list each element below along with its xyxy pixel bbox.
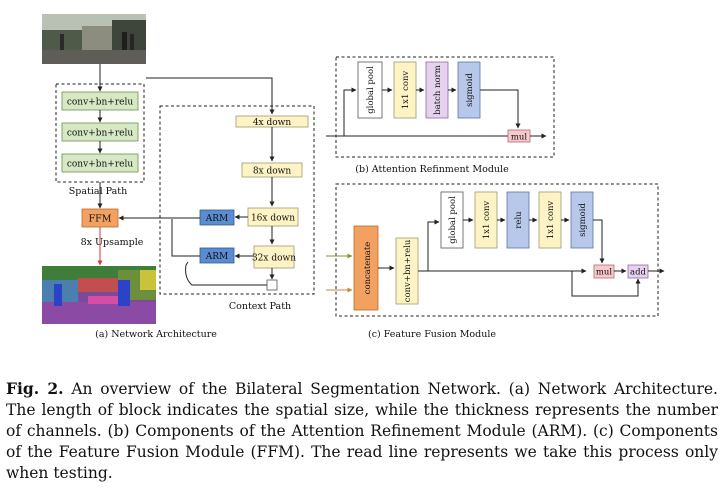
- arm-sigmoid-label: sigmoid: [465, 73, 475, 107]
- ffm-cbr-label: conv+bn+relu: [403, 239, 413, 302]
- down-8x-label: 8x down: [253, 167, 292, 177]
- ffm-module-caption: (c) Feature Fusion Module: [368, 329, 496, 340]
- context-path-label: Context Path: [229, 301, 291, 312]
- upsample-label: 8x Upsample: [81, 237, 144, 248]
- ffm-conv-label-2: 1x1 conv: [546, 201, 556, 240]
- context-path-frame: [159, 105, 315, 295]
- ffm-concat-label: concatenate: [363, 242, 373, 295]
- spatial-path-label: Spatial Path: [69, 186, 127, 197]
- arm-mul-label: mul: [511, 133, 528, 143]
- down-32x-block: [253, 245, 295, 269]
- ffm-add-label: add: [630, 268, 647, 278]
- spatial-conv-block-3: [61, 153, 139, 173]
- arm-module-caption: (b) Attention Refinment Module: [355, 164, 509, 175]
- arm-batchnorm-label: batch norm: [433, 65, 443, 115]
- spatial-conv-label-1: conv+bn+relu: [67, 98, 133, 108]
- ffm-mul-label: mul: [596, 268, 613, 278]
- ffm-sigmoid-label: sigmoid: [578, 203, 588, 237]
- ffm-label: FFM: [89, 214, 112, 225]
- down-16x-label: 16x down: [251, 214, 295, 224]
- global-pool-square: [266, 279, 278, 291]
- arm-global-pool-block: [357, 61, 383, 119]
- arm-label-1: ARM: [205, 214, 229, 224]
- spatial-conv-label-2: conv+bn+relu: [67, 129, 133, 139]
- input-image: [42, 14, 146, 64]
- ffm-relu-label: relu: [514, 211, 524, 229]
- figure-label: Fig. 2.: [6, 379, 64, 398]
- arm-module-frame: [335, 56, 555, 158]
- figure-caption: Fig. 2. An overview of the Bilateral Seg…: [6, 378, 718, 484]
- down-32x-label: 32x down: [252, 254, 296, 264]
- network-caption: (a) Network Architecture: [95, 329, 217, 340]
- arm-label-2: ARM: [205, 252, 229, 262]
- ffm-module-frame: [335, 183, 659, 317]
- ffm-concat-block: [353, 225, 379, 311]
- ffm-conv-label-1: 1x1 conv: [482, 201, 492, 240]
- figure-caption-text: An overview of the Bilateral Segmentatio…: [6, 380, 718, 482]
- arm-global-pool-label: global pool: [366, 66, 376, 114]
- figure-diagram: conv+bn+relu conv+bn+relu conv+bn+relu S…: [42, 14, 665, 340]
- arm-conv-label: 1x1 conv: [401, 71, 411, 110]
- output-segmentation: [42, 266, 156, 324]
- down-4x-label: 4x down: [253, 118, 292, 128]
- ffm-global-pool-label: global pool: [448, 196, 458, 244]
- spatial-conv-label-3: conv+bn+relu: [67, 160, 133, 170]
